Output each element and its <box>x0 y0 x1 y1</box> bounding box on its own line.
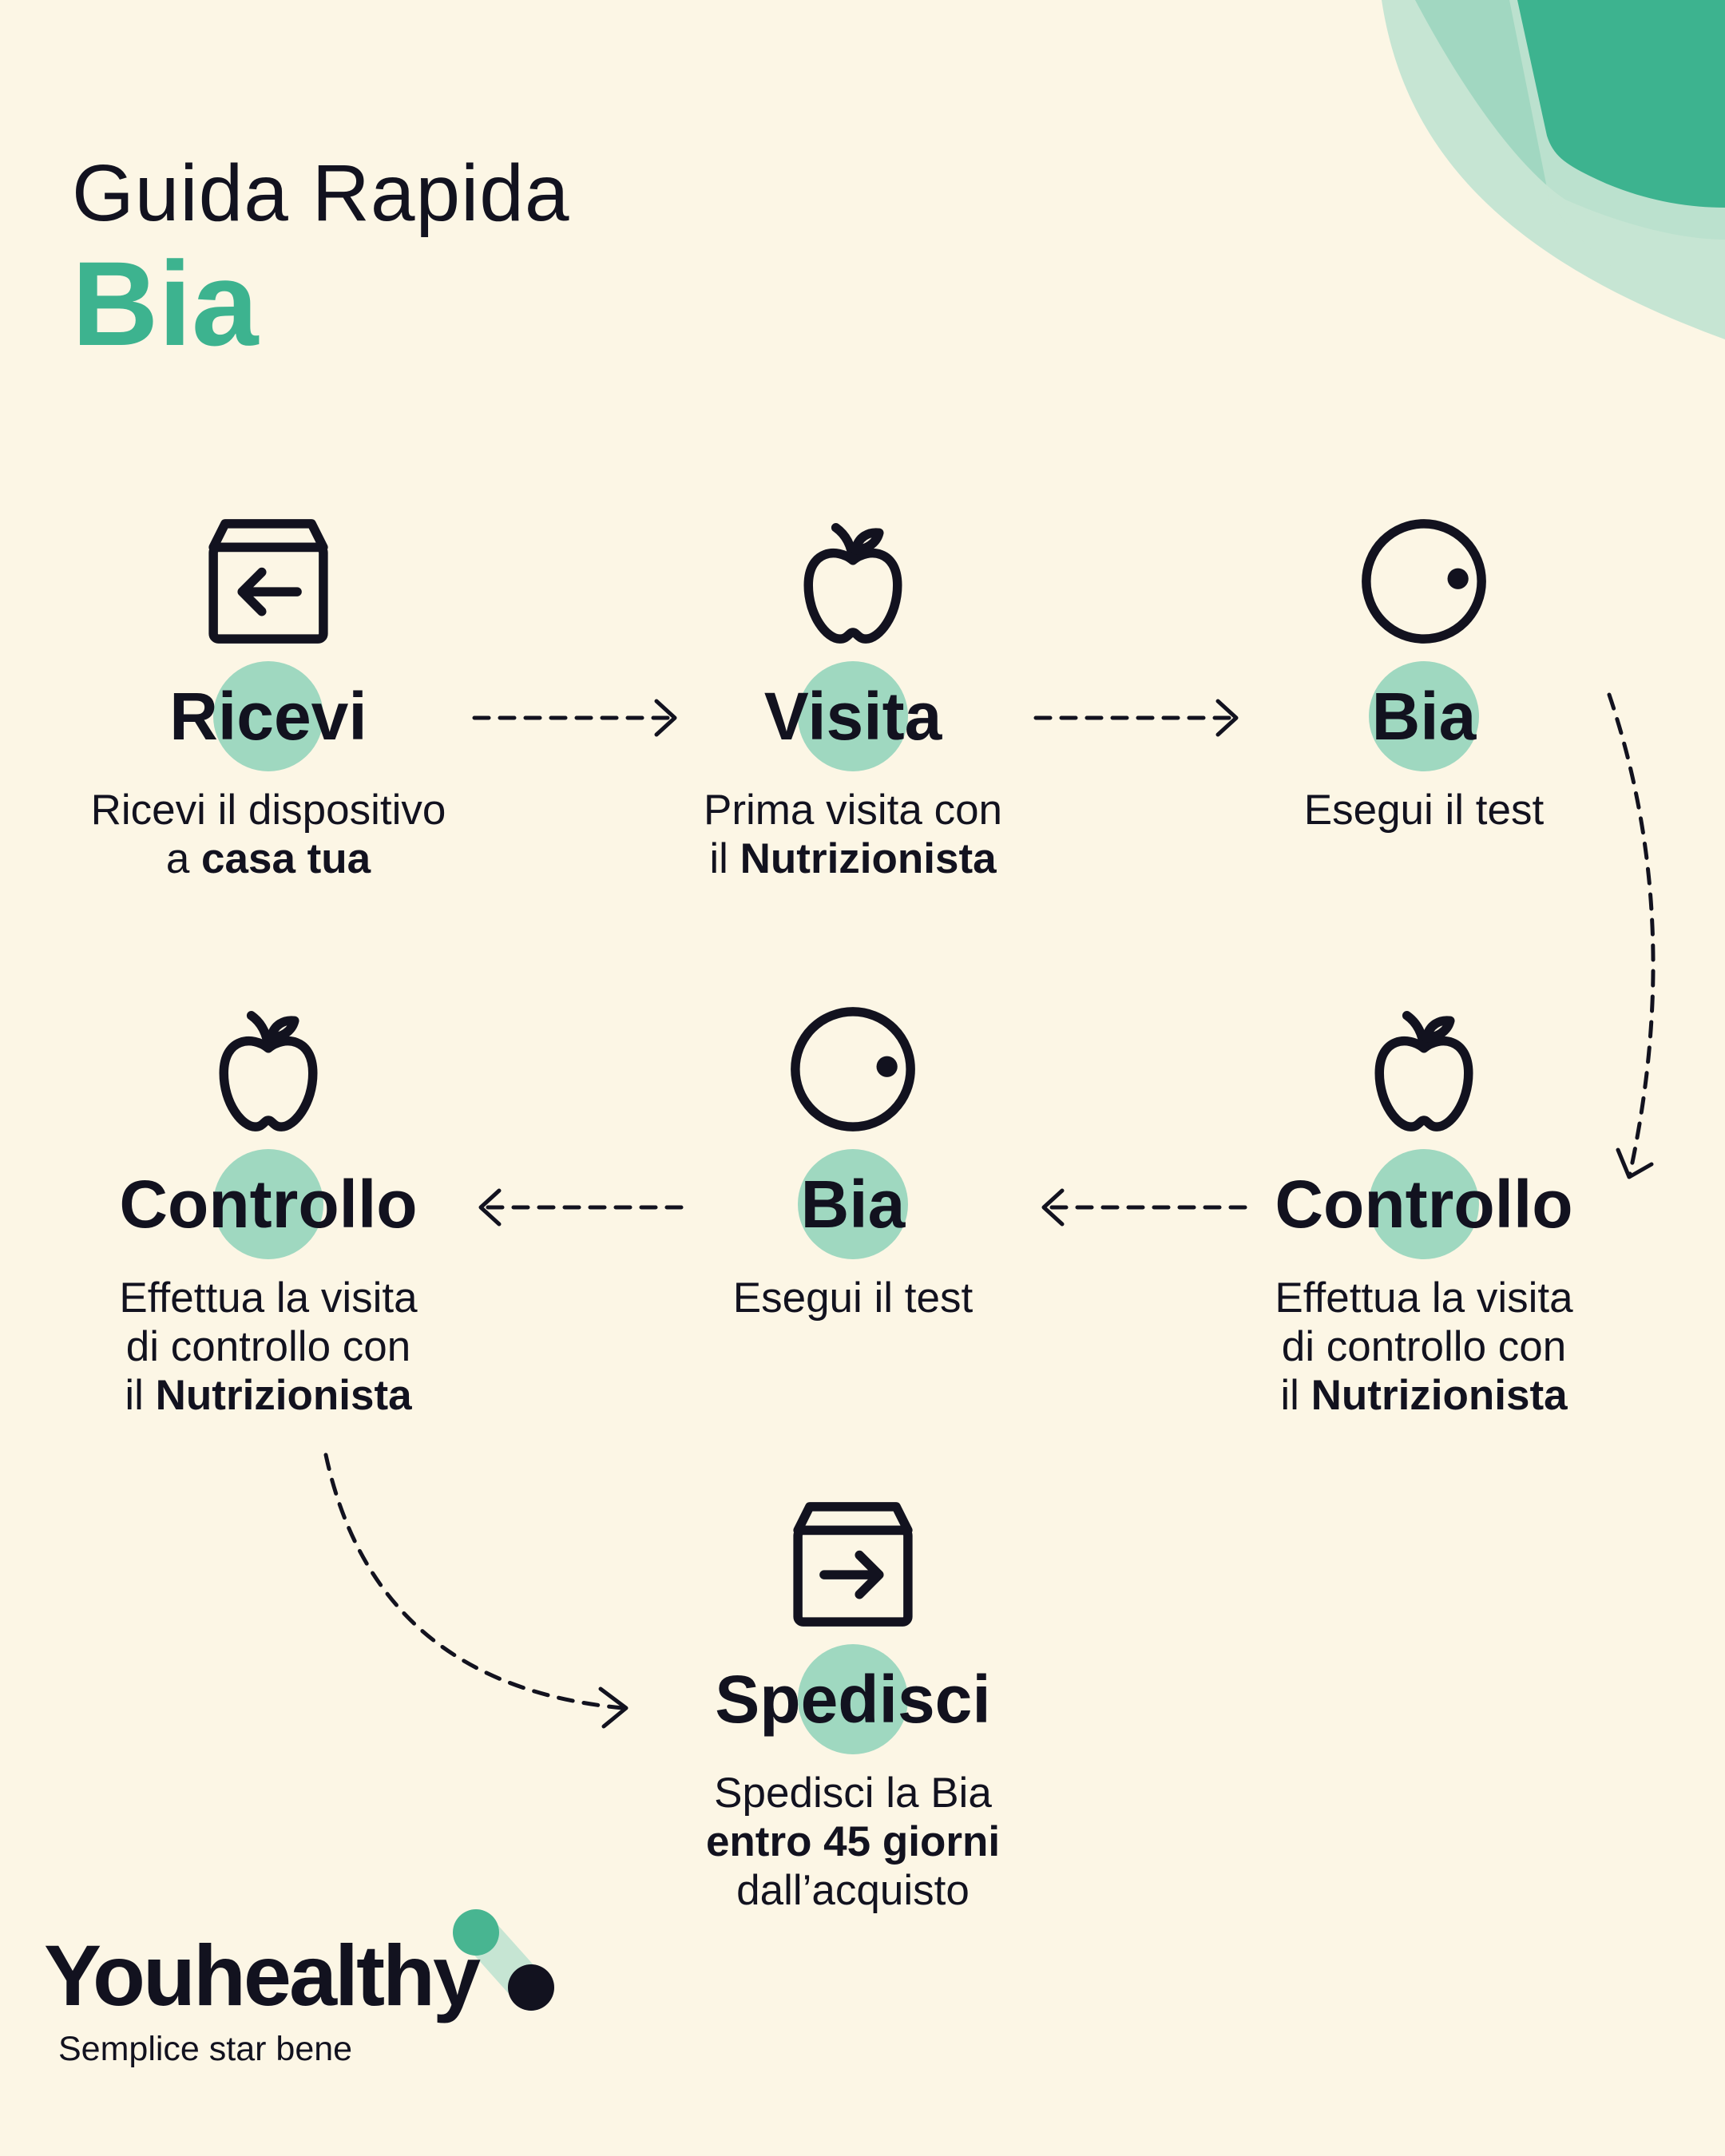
step-description: Ricevi il dispositivo a casa tua <box>0 786 572 883</box>
step-description: Esegui il test <box>1120 786 1725 834</box>
desc-text: di controllo con <box>125 1323 411 1370</box>
step-ricevi: Ricevi Ricevi il dispositivo a casa tua <box>0 516 572 963</box>
logo-dots-icon <box>453 1909 554 2011</box>
brand-tagline: Semplice star bene <box>58 2030 353 2068</box>
desc-text: Ricevi il dispositivo <box>90 787 446 834</box>
step-description: Effettua la visita di controllo con il N… <box>0 1274 572 1420</box>
step-title: Visita <box>763 679 942 754</box>
desc-text: Effettua la visita <box>1275 1274 1573 1322</box>
page-subtitle: Bia <box>72 236 259 371</box>
bia-device-icon <box>1358 516 1489 647</box>
step-bia-2: Bia Esegui il test <box>549 1004 1156 1451</box>
highlight-circle <box>798 1644 908 1754</box>
desc-bold: Nutrizionista <box>155 1372 412 1419</box>
step-description: Prima visita con il Nutrizionista <box>549 786 1156 883</box>
desc-text: Effettua la visita <box>119 1274 418 1322</box>
desc-text: Spedisci la Bia <box>714 1770 992 1817</box>
desc-bold: Nutrizionista <box>1311 1372 1568 1419</box>
apple-icon <box>1358 1004 1489 1135</box>
brand-logo: Youhealthy <box>44 1927 481 2023</box>
desc-text: il <box>1280 1372 1311 1419</box>
step-controllo-2: Controllo Effettua la visita di controll… <box>0 1004 572 1451</box>
step-bia: Bia Esegui il test <box>1120 516 1725 963</box>
desc-text: a <box>165 835 202 882</box>
box-arrow-in-icon <box>203 516 334 647</box>
step-visita: Visita Prima visita con il Nutrizionista <box>549 516 1156 963</box>
desc-text: il <box>709 835 740 882</box>
desc-text: Esegui il test <box>1303 787 1545 834</box>
apple-icon <box>787 516 918 647</box>
step-title: Controllo <box>119 1167 418 1242</box>
highlight-circle <box>798 1149 908 1259</box>
step-description: Spedisci la Bia entro 45 giorni dall’acq… <box>549 1769 1156 1915</box>
highlight-circle <box>213 1149 323 1259</box>
desc-text: il <box>125 1372 156 1419</box>
step-spedisci: Spedisci Spedisci la Bia entro 45 giorni… <box>549 1499 1156 1946</box>
desc-text: Esegui il test <box>732 1274 974 1322</box>
step-title: Ricevi <box>169 679 367 754</box>
desc-bold: Nutrizionista <box>740 835 997 882</box>
apple-icon <box>203 1004 334 1135</box>
highlight-circle <box>1369 1149 1479 1259</box>
desc-text: di controllo con <box>1281 1323 1567 1370</box>
step-description: Esegui il test <box>549 1274 1156 1322</box>
highlight-circle <box>213 661 323 771</box>
bia-device-icon <box>787 1004 918 1135</box>
desc-bold: casa tua <box>201 835 371 882</box>
step-controllo-1: Controllo Effettua la visita di controll… <box>1120 1004 1725 1451</box>
desc-bold: entro 45 giorni <box>705 1818 1001 1865</box>
highlight-circle <box>1369 661 1479 771</box>
step-description: Effettua la visita di controllo con il N… <box>1120 1274 1725 1420</box>
step-title: Bia <box>800 1167 906 1242</box>
step-title: Bia <box>1371 679 1477 754</box>
step-title: Controllo <box>1275 1167 1573 1242</box>
page-title: Guida Rapida <box>72 149 570 238</box>
step-title: Spedisci <box>715 1662 991 1737</box>
desc-text: Prima visita con <box>703 787 1003 834</box>
box-arrow-out-icon <box>787 1499 918 1630</box>
desc-text: dall’acquisto <box>736 1867 970 1914</box>
highlight-circle <box>798 661 908 771</box>
